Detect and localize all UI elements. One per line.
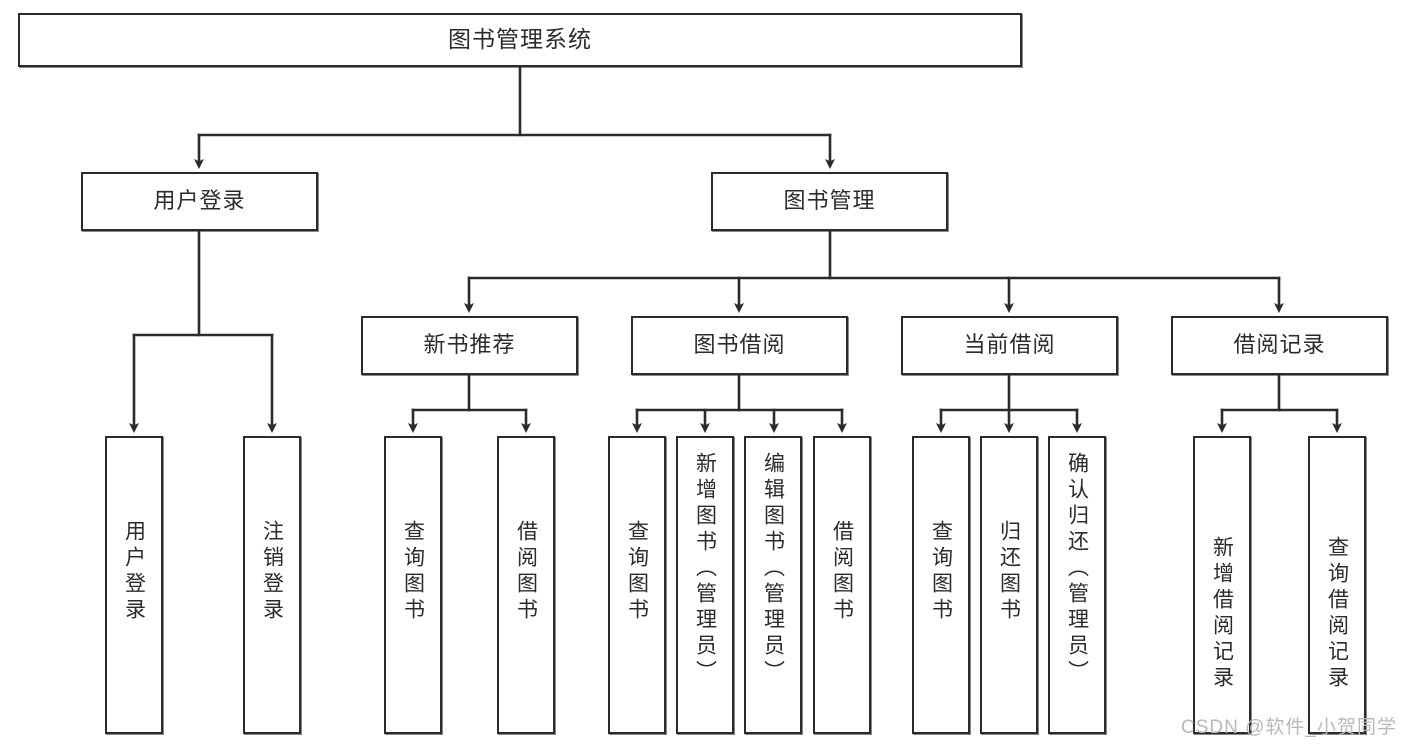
leaf-query-borrow-record-label: 查询借阅记录 xyxy=(1325,536,1349,692)
leaf-query-book-new[interactable]: 查询图书 xyxy=(384,436,442,734)
leaf-borrow-book-new-label: 借阅图书 xyxy=(514,520,538,624)
node-new-book-recommend[interactable]: 新书推荐 xyxy=(361,316,578,375)
leaf-logout-label: 注销登录 xyxy=(260,520,284,624)
node-user-login[interactable]: 用户登录 xyxy=(81,172,318,231)
node-root[interactable]: 图书管理系统 xyxy=(18,13,1022,67)
leaf-query-book-borrow-label: 查询图书 xyxy=(625,520,649,624)
leaf-add-book-admin[interactable]: 新增图书（管理员） xyxy=(676,436,734,734)
leaf-edit-book-admin-label: 编辑图书（管理员） xyxy=(761,452,785,686)
node-root-label: 图书管理系统 xyxy=(448,26,592,53)
leaf-query-book-new-label: 查询图书 xyxy=(401,520,425,624)
leaf-query-borrow-record[interactable]: 查询借阅记录 xyxy=(1308,436,1366,734)
node-book-borrow[interactable]: 图书借阅 xyxy=(631,316,848,375)
leaf-query-book-current-label: 查询图书 xyxy=(929,520,953,624)
node-borrow-record-label: 借阅记录 xyxy=(1233,332,1326,358)
leaf-query-book-current[interactable]: 查询图书 xyxy=(912,436,970,734)
leaf-edit-book-admin[interactable]: 编辑图书（管理员） xyxy=(744,436,802,734)
leaf-borrow-book-new[interactable]: 借阅图书 xyxy=(497,436,555,734)
leaf-confirm-return-admin-label: 确认归还（管理员） xyxy=(1065,452,1089,686)
leaf-user-login-label: 用户登录 xyxy=(122,520,146,624)
leaf-return-book[interactable]: 归还图书 xyxy=(980,436,1038,734)
leaf-add-borrow-record-label: 新增借阅记录 xyxy=(1210,536,1234,692)
leaf-add-borrow-record[interactable]: 新增借阅记录 xyxy=(1193,436,1251,734)
node-new-book-recommend-label: 新书推荐 xyxy=(423,332,516,358)
leaf-borrow-book-label: 借阅图书 xyxy=(830,520,854,624)
leaf-user-login[interactable]: 用户登录 xyxy=(105,436,163,734)
node-current-borrow-label: 当前借阅 xyxy=(963,332,1056,358)
node-book-borrow-label: 图书借阅 xyxy=(693,332,786,358)
leaf-return-book-label: 归还图书 xyxy=(997,520,1021,624)
leaf-confirm-return-admin[interactable]: 确认归还（管理员） xyxy=(1048,436,1106,734)
leaf-borrow-book[interactable]: 借阅图书 xyxy=(813,436,871,734)
leaf-logout[interactable]: 注销登录 xyxy=(243,436,301,734)
leaf-query-book-borrow[interactable]: 查询图书 xyxy=(608,436,666,734)
node-book-management-label: 图书管理 xyxy=(783,188,876,214)
node-current-borrow[interactable]: 当前借阅 xyxy=(901,316,1118,375)
leaf-add-book-admin-label: 新增图书（管理员） xyxy=(693,452,717,686)
node-book-management[interactable]: 图书管理 xyxy=(711,172,948,231)
node-borrow-record[interactable]: 借阅记录 xyxy=(1171,316,1388,375)
csdn-watermark: CSDN @软件_小贺同学 xyxy=(1181,717,1397,738)
node-user-login-label: 用户登录 xyxy=(153,188,246,214)
